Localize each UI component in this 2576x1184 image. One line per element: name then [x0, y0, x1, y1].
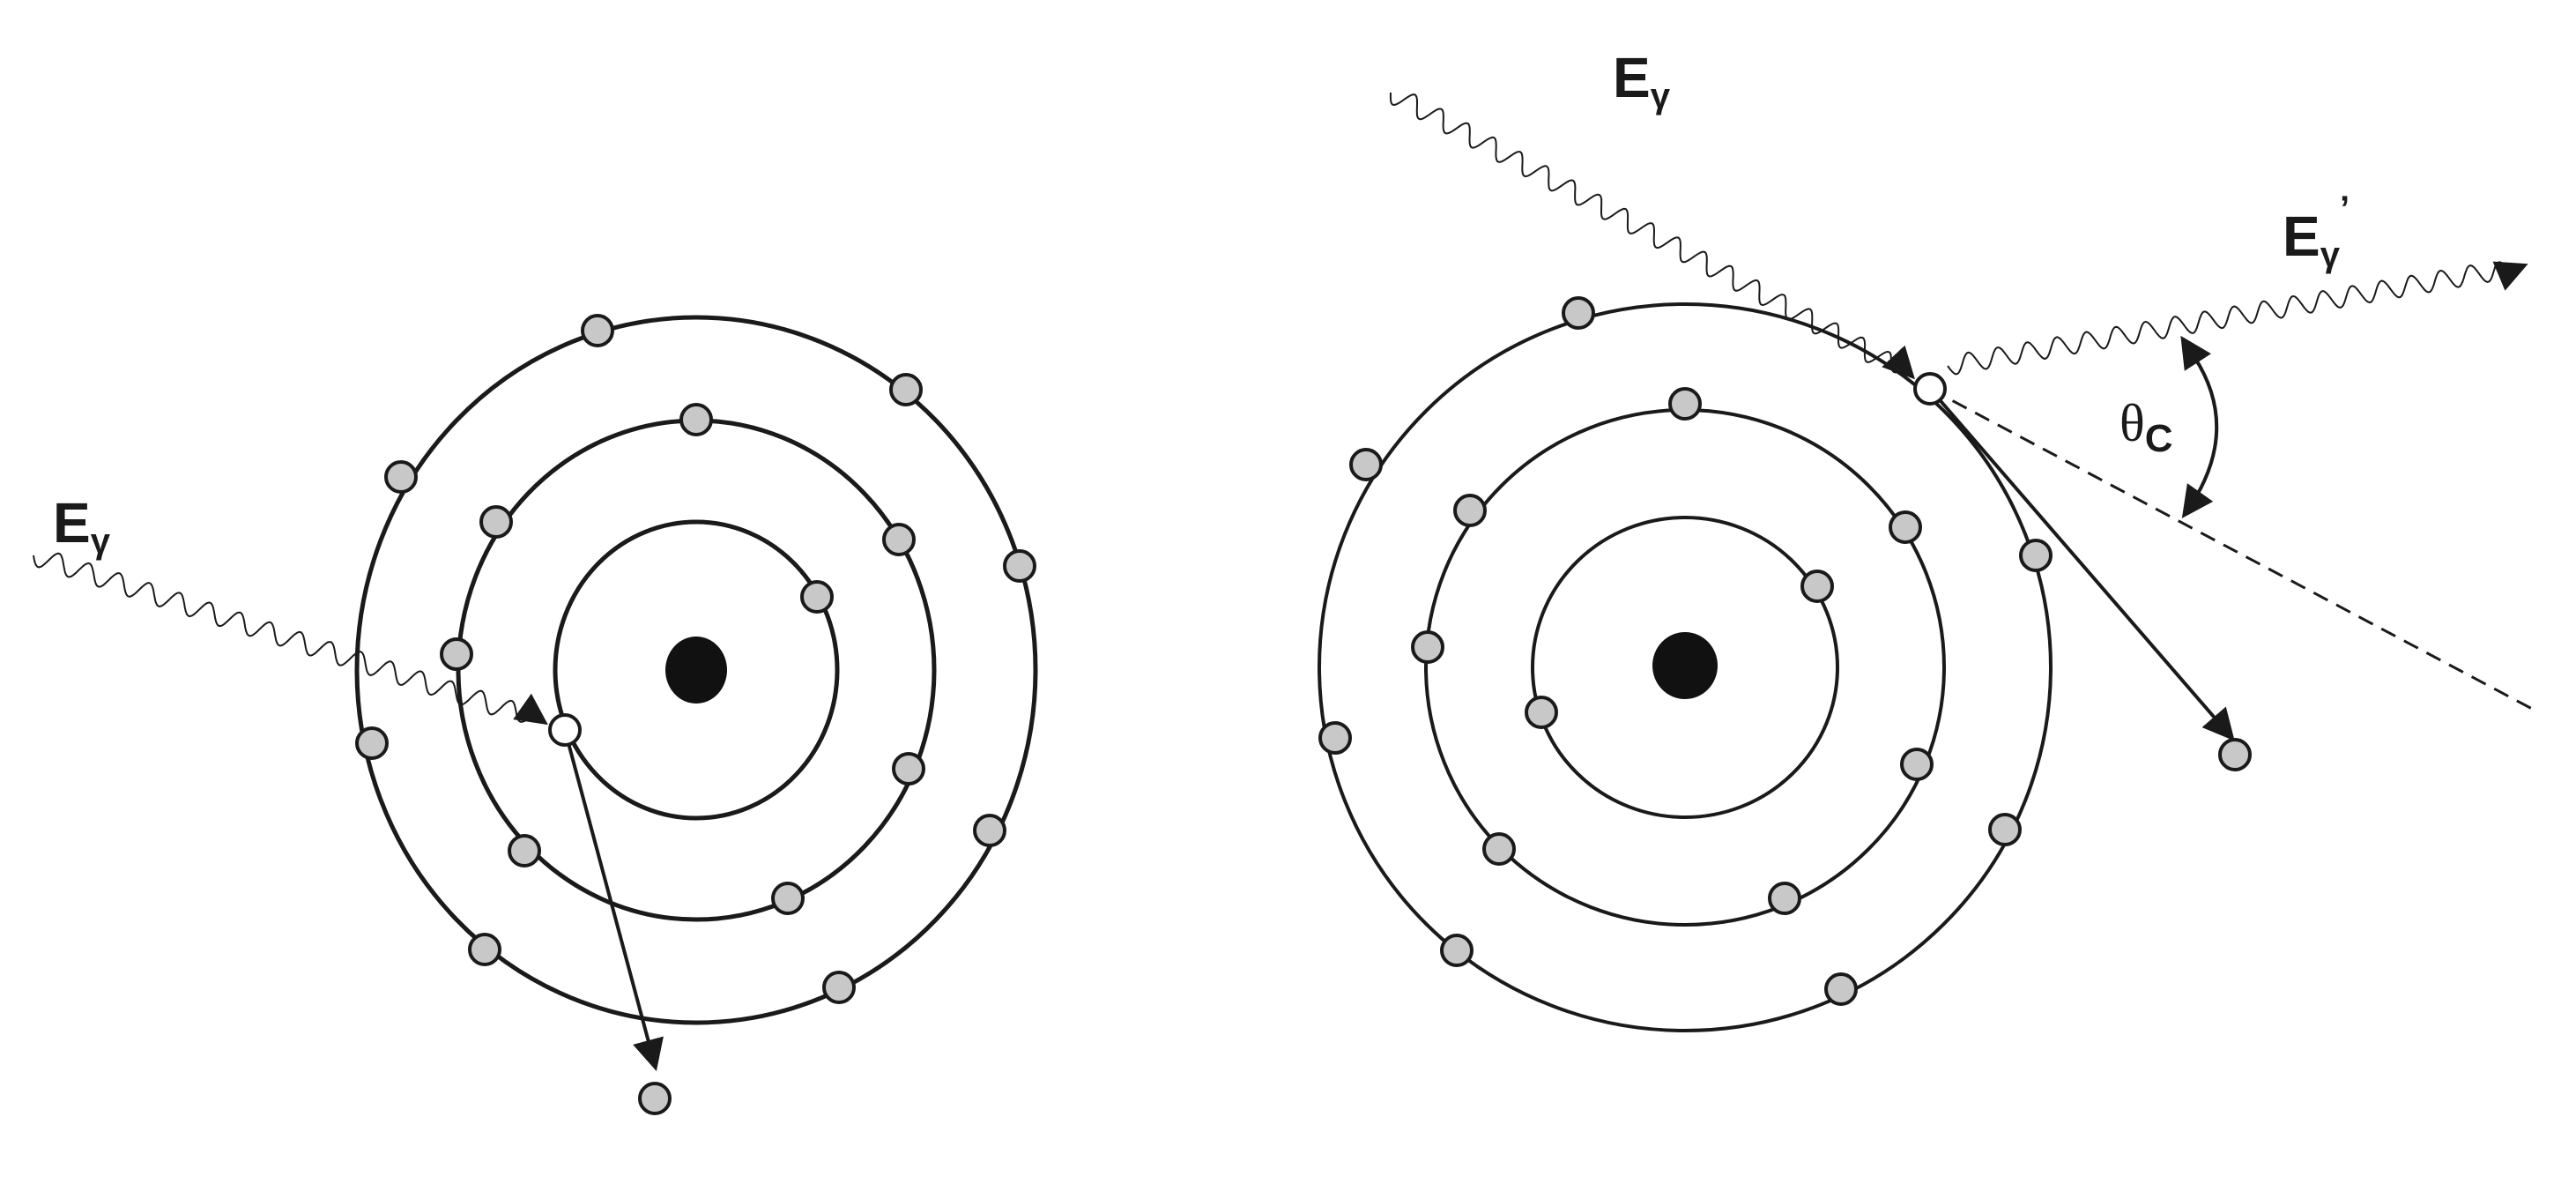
electron	[1440, 934, 1474, 967]
electron	[882, 523, 916, 556]
recoil-electron-origin	[1913, 372, 1947, 406]
electron	[1800, 570, 1834, 603]
orbital-electrons	[355, 314, 1036, 1004]
electron	[468, 933, 501, 966]
electron	[355, 726, 389, 760]
outer-shell	[354, 315, 1038, 1025]
electron	[1889, 510, 1922, 544]
electron	[1525, 696, 1558, 729]
electron	[508, 834, 541, 868]
nucleus	[1652, 632, 1718, 699]
electron	[1824, 972, 1858, 1006]
orbital-electrons	[1318, 296, 2053, 1006]
recoil-electron-track	[1928, 387, 2235, 741]
electron	[800, 580, 834, 614]
electron	[1768, 882, 1801, 915]
electron	[1482, 832, 1516, 866]
photoelectron	[638, 1082, 672, 1115]
electron	[973, 814, 1006, 847]
electron	[1349, 448, 1383, 481]
scattering-angle-label: θC	[2119, 394, 2173, 460]
electron	[771, 882, 805, 915]
electron	[581, 314, 614, 347]
incident-photon-wave	[33, 552, 548, 726]
scattered-photon-wave	[1947, 261, 2528, 376]
incident-photon-label: Eγ	[1613, 46, 1671, 115]
electron	[2019, 539, 2053, 572]
electron	[1668, 387, 1702, 421]
photoelectric-atom: Eγ	[33, 314, 1038, 1115]
scattering-angle-arc	[2180, 335, 2219, 518]
ejected-electron-track	[563, 729, 664, 1071]
electron	[440, 637, 473, 671]
electron	[1003, 549, 1036, 583]
compton-atom: Eγ Eγ’ θC	[1318, 46, 2535, 1032]
incident-photon-wave	[1389, 92, 1915, 380]
ejected-electron-origin	[548, 713, 582, 747]
electron	[889, 373, 923, 406]
scattered-photon-label: Eγ’	[2283, 190, 2350, 274]
outer-shell	[1318, 302, 2053, 1032]
electron	[1988, 813, 2022, 846]
electron	[384, 460, 418, 494]
electron	[479, 505, 513, 539]
electron	[1900, 748, 1934, 781]
electron	[1453, 494, 1487, 527]
electron	[822, 971, 856, 1004]
electron	[1411, 630, 1444, 664]
electron	[1562, 296, 1595, 330]
original-direction-dashed-line	[1929, 387, 2535, 711]
electron	[1318, 721, 1352, 755]
electron	[892, 752, 925, 786]
inner-shell	[1531, 516, 1839, 819]
recoil-electron	[2218, 738, 2252, 771]
nucleus	[665, 637, 727, 704]
electron	[679, 403, 713, 436]
incident-photon-label: Eγ	[53, 491, 111, 561]
inner-shell	[553, 519, 840, 821]
